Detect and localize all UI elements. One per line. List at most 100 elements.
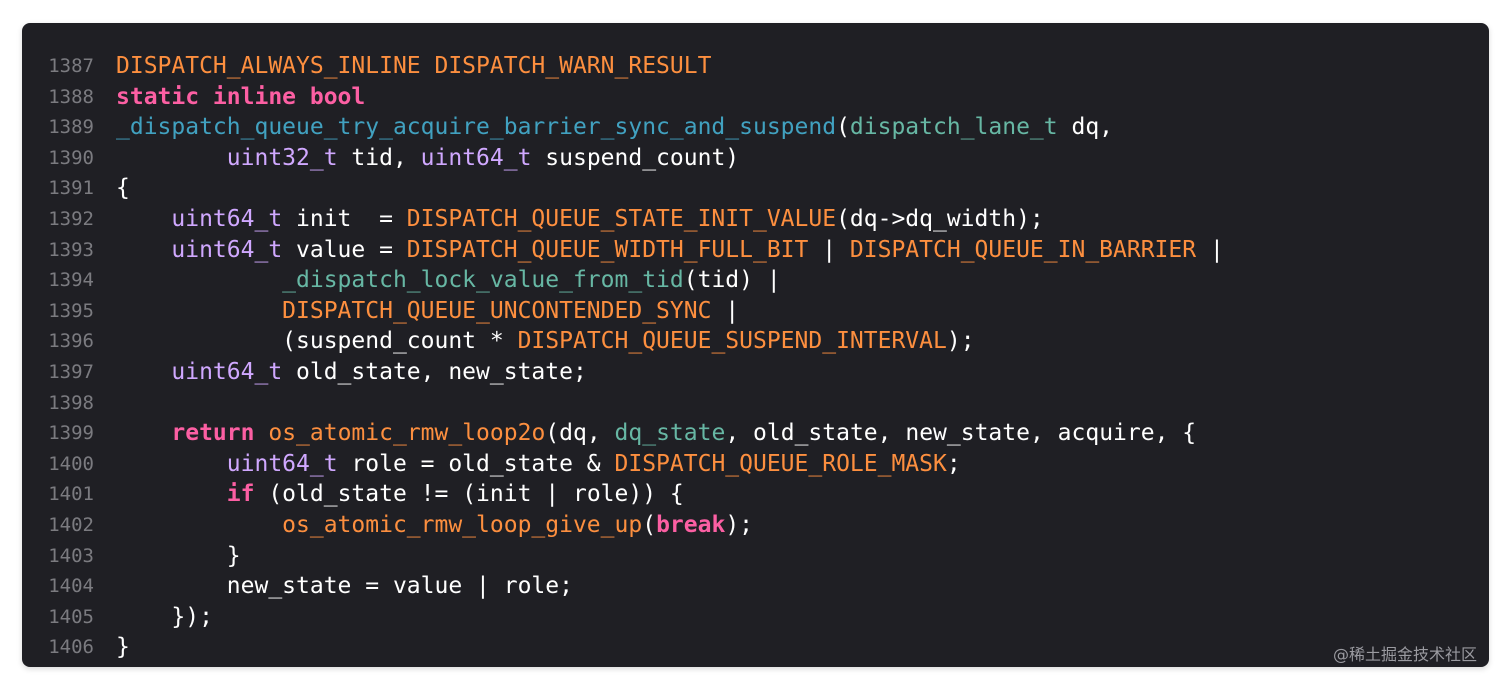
code-token: (dq, [545,420,615,447]
code-line[interactable]: 1391{ [22,173,1489,204]
code-token [116,359,171,385]
code-line[interactable]: 1402 os_atomic_rmw_loop_give_up(break); [22,510,1489,541]
code-token: DISPATCH_ALWAYS_INLINE DISPATCH_WARN_RES… [116,53,712,79]
code-token: uint32_t [226,144,338,171]
code-token: uint64_t [171,236,283,263]
line-number: 1397 [48,360,94,383]
code-token: break [656,511,726,538]
code-token: (dq->dq_width); [836,205,1044,232]
code-line[interactable]: 1388 static inline bool [22,82,1489,113]
line-number: 1388 [48,85,94,108]
line-source: if (old_state != (init | role)) { [94,479,684,510]
line-source: } [94,541,241,572]
code-token: | [808,236,850,263]
line-source: return os_atomic_rmw_loop2o(dq, dq_state… [94,418,1196,449]
code-line[interactable]: 1389 _dispatch_queue_try_acquire_barrier_… [22,112,1489,143]
code-view[interactable]: 1387 DISPATCH_ALWAYS_INLINE DISPATCH_WARN… [22,51,1489,667]
line-number: 1396 [48,330,94,353]
line-number: 1402 [48,513,94,536]
code-line[interactable]: 1403 } [22,541,1489,572]
code-token: (tid) | [683,267,781,294]
line-number: 1389 [48,116,94,139]
line-number: 1404 [48,575,94,598]
line-number: 1387 [48,55,94,77]
code-token [116,481,227,507]
code-token [116,451,227,477]
line-source: DISPATCH_ALWAYS_INLINE DISPATCH_WARN_RES… [94,51,711,82]
line-source: uint64_t value = DISPATCH_QUEUE_WIDTH_FU… [94,235,1224,266]
code-line[interactable]: 1390 uint32_t tid, uint64_t suspend_coun… [22,143,1489,174]
code-token: _dispatch_queue_try_acquire_barrier_sync… [116,114,837,141]
code-line[interactable]: 1397 uint64_t old_state, new_state; [22,357,1489,388]
line-source: uint64_t init = DISPATCH_QUEUE_STATE_INI… [94,204,1044,235]
line-source: } [94,632,130,663]
line-source: os_atomic_rmw_loop_give_up(break); [94,510,753,541]
code-token: { [116,175,130,202]
line-number: 1392 [48,207,94,230]
code-token: tid, [337,144,421,171]
code-token: | [711,297,740,324]
code-line[interactable]: 1399 return os_atomic_rmw_loop2o(dq, dq_… [22,418,1489,449]
code-line[interactable]: 1406} [22,632,1489,663]
line-number: 1394 [48,269,94,292]
code-token: ; [946,450,961,477]
line-source: { [94,173,130,204]
line-source: new_state = value | role; [94,571,573,602]
code-token: uint64_t [171,205,283,232]
code-line[interactable]: 1404 new_state = value | role; [22,571,1489,602]
code-line[interactable]: 1401 if (old_state != (init | role)) { [22,479,1489,510]
code-line[interactable]: 1393 uint64_t value = DISPATCH_QUEUE_WID… [22,235,1489,266]
line-number: 1405 [48,605,94,628]
code-token: dq_state [614,420,726,447]
line-number: 1395 [48,299,94,322]
code-token: role = old_state & [337,450,615,477]
code-token: if [226,481,255,508]
line-source: _dispatch_lock_value_from_tid(tid) | [94,265,781,296]
code-token [116,145,227,171]
code-token: uint64_t [171,358,283,385]
code-line[interactable]: 1400 uint64_t role = old_state & DISPATC… [22,449,1489,480]
code-token: DISPATCH_QUEUE_ROLE_MASK [614,450,947,477]
line-source: uint32_t tid, uint64_t suspend_count) [94,143,739,174]
code-token [254,420,268,446]
code-line[interactable]: 1387 DISPATCH_ALWAYS_INLINE DISPATCH_WARN… [22,51,1489,82]
code-token: ( [836,114,850,141]
code-token: uint64_t [420,144,532,171]
code-token: (old_state != (init | role)) { [254,481,684,508]
code-token: ); [725,511,754,538]
code-token: suspend_count) [531,144,740,171]
code-token [116,420,171,446]
code-token: , old_state, new_state, acquire, { [725,420,1197,447]
code-token: }); [116,603,213,630]
code-line[interactable]: 1407 [22,663,1489,668]
code-token: static inline bool [116,83,366,110]
line-source: _dispatch_queue_try_acquire_barrier_sync… [94,112,1113,143]
code-token: os_atomic_rmw_loop_give_up [282,511,643,538]
line-source: uint64_t role = old_state & DISPATCH_QUE… [94,449,961,480]
code-token [116,512,282,538]
line-number: 1406 [48,636,94,659]
line-source: }); [94,602,213,633]
code-token: return [171,420,255,447]
code-token: DISPATCH_QUEUE_UNCONTENDED_SYNC [282,297,712,324]
code-token: DISPATCH_QUEUE_WIDTH_FULL_BIT [406,236,809,263]
code-line[interactable]: 1392 uint64_t init = DISPATCH_QUEUE_STAT… [22,204,1489,235]
line-number: 1398 [48,391,94,414]
code-token [116,298,282,324]
code-line[interactable]: 1398 [22,388,1489,419]
line-number: 1400 [48,452,94,475]
code-token: _dispatch_lock_value_from_tid [282,267,684,294]
code-token: old_state, new_state; [282,358,587,385]
code-line[interactable]: 1396 (suspend_count * DISPATCH_QUEUE_SUS… [22,326,1489,357]
code-line[interactable]: 1405 }); [22,602,1489,633]
code-line[interactable]: 1394 _dispatch_lock_value_from_tid(tid) … [22,265,1489,296]
code-token: new_state = value | role; [116,573,573,600]
line-source: uint64_t old_state, new_state; [94,357,587,388]
code-token: | [1196,236,1224,263]
code-line[interactable]: 1395 DISPATCH_QUEUE_UNCONTENDED_SYNC | [22,296,1489,327]
code-token: os_atomic_rmw_loop2o [268,420,546,447]
code-token: uint64_t [226,450,338,477]
line-number: 1399 [48,422,94,445]
code-token: value = [282,236,407,263]
code-token: ( [642,511,657,538]
